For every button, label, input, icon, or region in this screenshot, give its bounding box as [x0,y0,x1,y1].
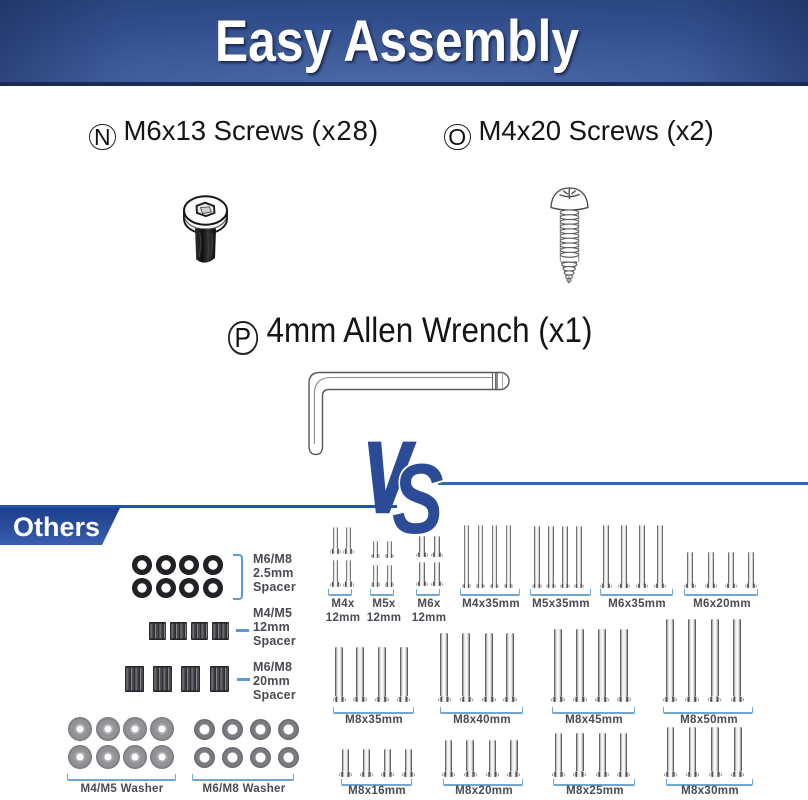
svg-text:S: S [392,444,444,543]
svg-text:V: V [364,425,414,532]
